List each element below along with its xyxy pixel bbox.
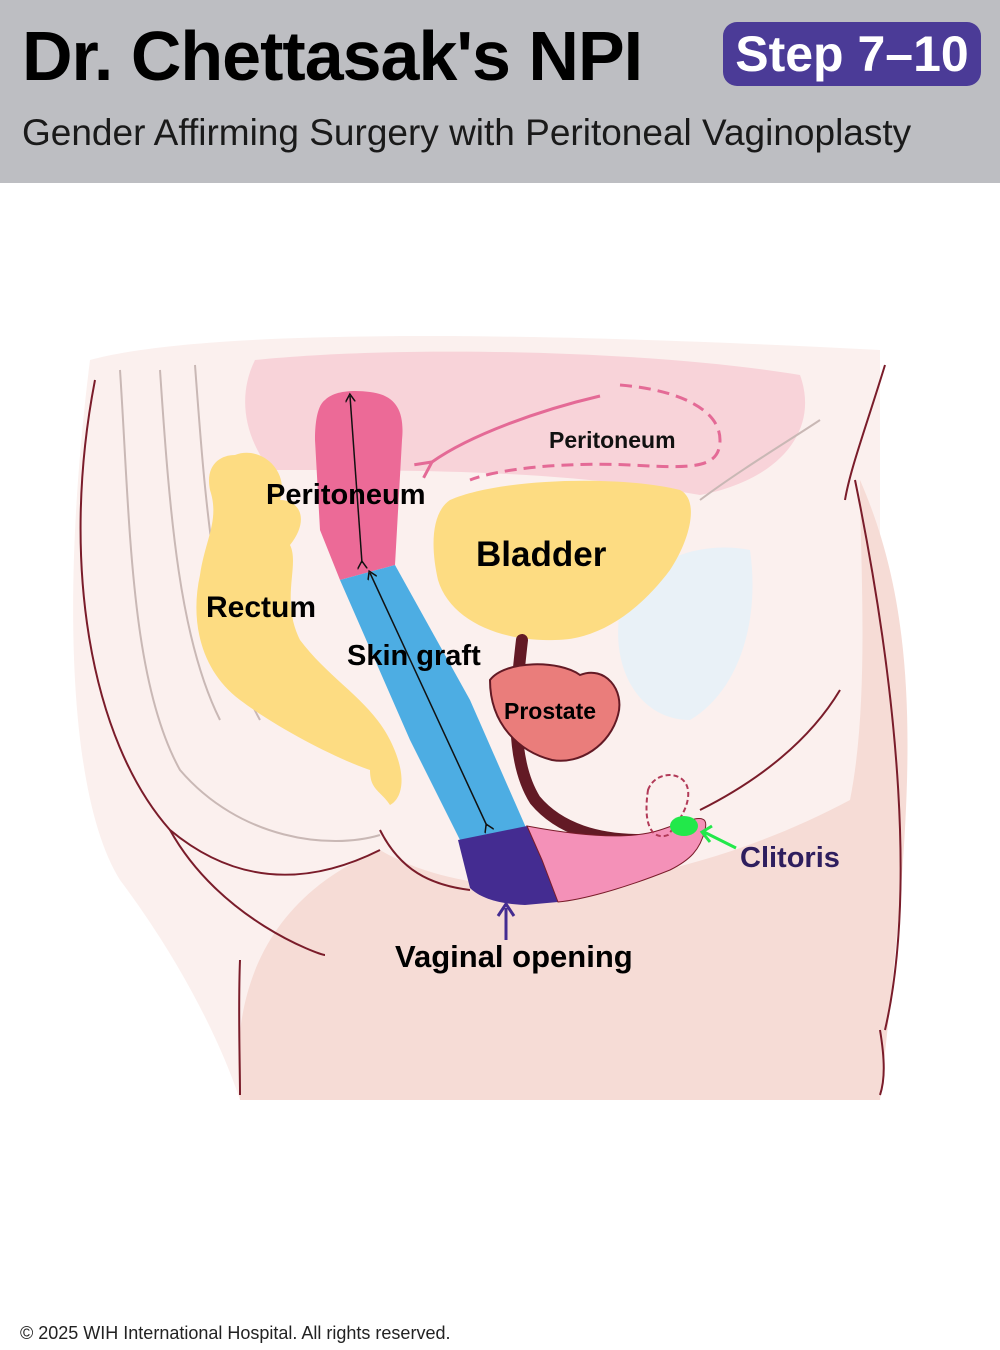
copyright-notice: © 2025 WIH International Hospital. All r… [20, 1323, 451, 1343]
vaginal-opening-pointer-arrow [496, 901, 516, 940]
header-banner: Dr. Chettasak's NPI Step 7–10 Gender Aff… [0, 0, 1000, 183]
peritoneum-label: Peritoneum [266, 479, 426, 511]
anatomy-diagram: Peritoneum Peritoneum Bladder Rectum Ski… [0, 183, 1000, 1283]
peritoneum-flap [469, 383, 722, 482]
page-subtitle: Gender Affirming Surgery with Peritoneal… [22, 112, 912, 153]
step-badge: Step 7–10 [723, 22, 981, 86]
prostate-label: Prostate [504, 698, 596, 724]
clitoris-pointer-arrow [699, 824, 737, 850]
rectum-organ [196, 452, 402, 805]
step-badge-label: Step 7–10 [735, 26, 969, 82]
rectum-label: Rectum [206, 591, 316, 624]
anatomy-illustration: Peritoneum Peritoneum Bladder Rectum Ski… [73, 336, 908, 1100]
peritoneum-transfer-arrow [432, 394, 601, 462]
peritoneum-flap-label: Peritoneum [549, 427, 676, 453]
clitoris-label: Clitoris [740, 842, 840, 874]
prostate-organ [488, 663, 621, 762]
body-silhouette [73, 336, 908, 1100]
peritoneum-length-arrow [350, 396, 362, 563]
page-title: Dr. Chettasak's NPI [22, 17, 643, 95]
skin-graft-length-arrow [370, 573, 487, 826]
clitoris-organ [645, 774, 698, 838]
vaginal-opening-label: Vaginal opening [395, 939, 633, 974]
bladder-organ [433, 480, 691, 641]
skin-graft-label: Skin graft [347, 640, 481, 672]
bladder-label: Bladder [476, 535, 607, 574]
